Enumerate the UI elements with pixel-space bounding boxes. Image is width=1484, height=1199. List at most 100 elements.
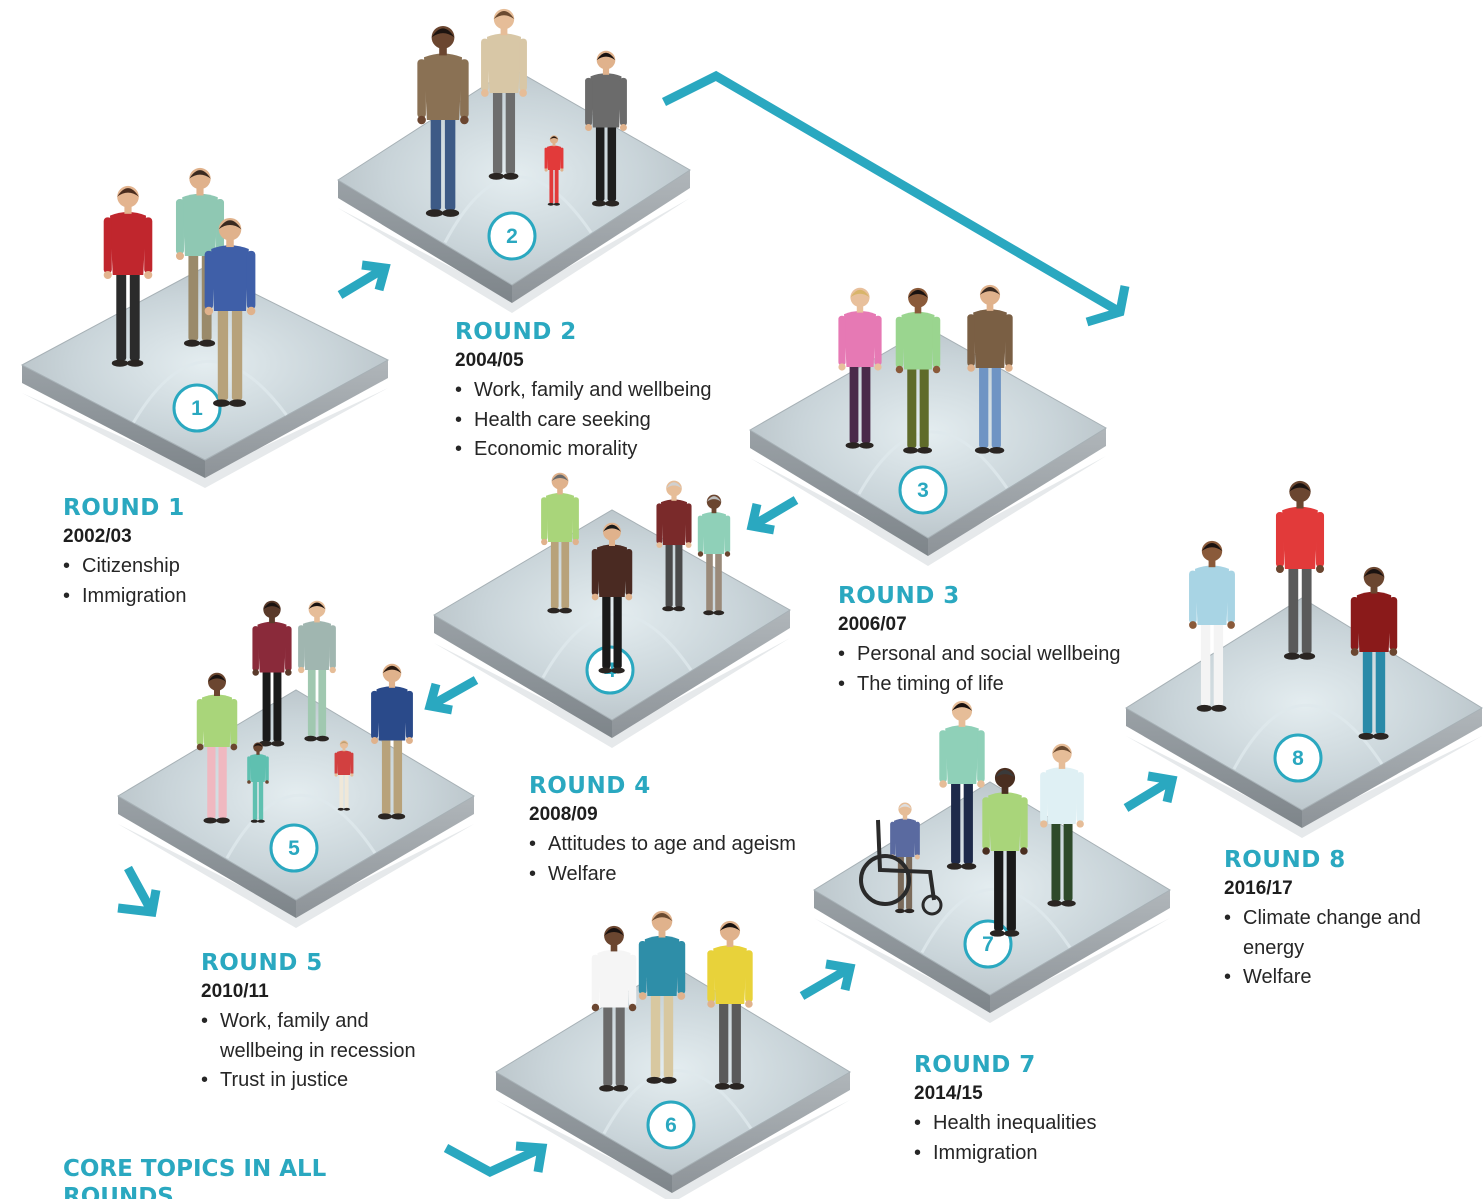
round-3-title: ROUND 3 — [838, 583, 960, 609]
arrow-4-to-5 — [424, 676, 479, 715]
topic-item: Economic morality — [455, 435, 775, 465]
topic-item: Welfare — [1224, 963, 1424, 993]
topic-item: Climate change and energy — [1224, 904, 1424, 963]
topic-item: Work, family and wellbeing in recession — [201, 1007, 441, 1066]
arrow-7-to-8 — [1123, 771, 1178, 812]
platform-round-7: 7 — [813, 781, 1171, 1023]
person-figure — [982, 767, 1028, 937]
round-2-topics: Work, family and wellbeing Health care s… — [455, 376, 775, 465]
round-number-badge: 6 — [646, 1100, 696, 1150]
core-topics-title: CORE TOPICS IN ALL ROUNDS — [63, 1156, 327, 1199]
round-3-topics: Personal and social wellbeing The timing… — [838, 640, 1168, 699]
person-figure — [967, 284, 1013, 454]
round-number: 1 — [191, 397, 203, 420]
round-number: 6 — [665, 1114, 677, 1137]
topic-item: Personal and social wellbeing — [838, 640, 1168, 670]
round-4-info: ROUND 4 2008/09 Attitudes to age and age… — [529, 772, 849, 889]
person-figure — [334, 740, 354, 811]
person-figure — [656, 480, 692, 612]
person-figure — [371, 663, 413, 820]
round-number: 5 — [288, 837, 300, 860]
person-figure — [1275, 480, 1325, 660]
arrow-5-to-6 — [117, 865, 161, 917]
round-8-year: 2016/17 — [1224, 878, 1293, 899]
round-number-badge: 3 — [898, 465, 948, 515]
round-5-info: ROUND 5 2010/11 Work, family and wellbei… — [201, 949, 441, 1096]
person-figure — [585, 50, 627, 207]
round-1-year: 2002/03 — [63, 526, 132, 547]
round-7-info: ROUND 7 2014/15 Health inequalities Immi… — [914, 1051, 1214, 1168]
round-4-title: ROUND 4 — [529, 773, 651, 799]
round-4-topics: Attitudes to age and ageism Welfare — [529, 830, 849, 889]
round-1-info: ROUND 1 2002/03 Citizenship Immigration — [63, 494, 363, 611]
person-figure — [838, 287, 882, 449]
round-8-topics: Climate change and energy Welfare — [1224, 904, 1424, 993]
platform-round-8: 8 — [1125, 597, 1483, 838]
round-7-title: ROUND 7 — [914, 1052, 1036, 1078]
person-figure — [638, 910, 686, 1084]
round-number: 8 — [1292, 747, 1304, 770]
arrow-1-to-2 — [337, 260, 391, 299]
person-figure — [298, 600, 336, 742]
round-number-badge: 2 — [487, 211, 537, 261]
wheelchair-icon — [859, 819, 943, 916]
topic-item: Work, family and wellbeing — [455, 376, 775, 406]
round-4-year: 2008/09 — [529, 804, 598, 825]
round-2-title: ROUND 2 — [455, 319, 577, 345]
platform-round-1: 1 — [20, 267, 390, 488]
round-3-year: 2006/07 — [838, 614, 907, 635]
round-1-title: ROUND 1 — [63, 495, 185, 521]
arrow-6-to-7 — [799, 959, 856, 1000]
topic-item: Immigration — [63, 582, 363, 612]
topic-item: Health inequalities — [914, 1109, 1214, 1139]
round-5-topics: Work, family and wellbeing in recession … — [201, 1007, 441, 1096]
round-number-badge: 8 — [1273, 733, 1323, 783]
platform-round-5: 5 — [117, 689, 475, 928]
person-figure — [895, 287, 941, 454]
round-7-topics: Health inequalities Immigration — [914, 1109, 1214, 1168]
person-figure — [707, 920, 753, 1090]
round-number: 3 — [917, 479, 929, 502]
person-figure — [939, 700, 985, 870]
person-figure — [591, 522, 633, 674]
round-number: 2 — [506, 225, 518, 248]
arrow-core-to-6 — [443, 1141, 548, 1178]
round-8-title: ROUND 8 — [1224, 847, 1346, 873]
round-8-info: ROUND 8 2016/17 Climate change and energ… — [1224, 846, 1424, 993]
round-number-badge: 7 — [963, 919, 1013, 969]
round-number: 7 — [982, 933, 994, 956]
person-figure — [544, 135, 564, 206]
person-figure — [481, 8, 527, 180]
topic-item: Immigration — [914, 1139, 1214, 1169]
round-7-year: 2014/15 — [914, 1083, 983, 1104]
person-figure — [1189, 540, 1235, 712]
topic-item: Attitudes to age and ageism — [529, 830, 849, 860]
person-figure — [417, 25, 469, 217]
person-figure — [196, 672, 238, 824]
round-2-year: 2004/05 — [455, 350, 524, 371]
person-figure — [247, 742, 269, 823]
person-figure — [252, 600, 292, 747]
arrow-2-to-3 — [661, 70, 1130, 327]
person-figure — [103, 185, 153, 367]
person-figure — [1040, 743, 1084, 907]
round-number-badge: 1 — [172, 383, 222, 433]
person-figure — [204, 217, 256, 407]
person-figure — [591, 925, 637, 1092]
round-2-info: ROUND 2 2004/05 Work, family and wellbei… — [455, 318, 775, 465]
person-figure — [175, 167, 225, 347]
person-figure — [697, 494, 731, 616]
arrow-3-to-4 — [746, 496, 799, 535]
topic-item: Trust in justice — [201, 1066, 441, 1096]
round-5-title: ROUND 5 — [201, 950, 323, 976]
round-5-year: 2010/11 — [201, 981, 269, 1002]
topic-item: Health care seeking — [455, 406, 775, 436]
person-figure — [541, 472, 579, 614]
round-1-topics: Citizenship Immigration — [63, 552, 363, 611]
topic-item: Citizenship — [63, 552, 363, 582]
topic-item: Welfare — [529, 860, 849, 890]
person-figure — [1350, 566, 1398, 740]
platform-round-4: 4 — [433, 509, 791, 748]
